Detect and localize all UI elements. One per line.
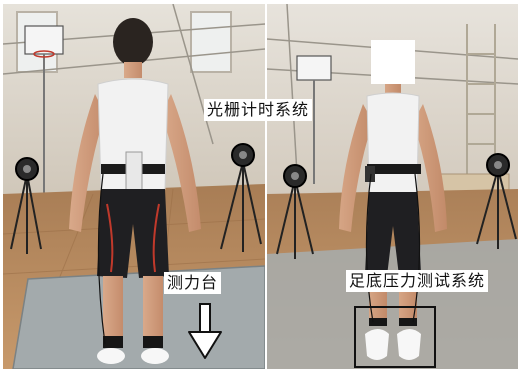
- grating-timing-system-label: 光栅计时系统: [204, 99, 313, 121]
- front-view-scene: [267, 4, 518, 369]
- basketball-hoop: [296, 55, 332, 184]
- subject-front: [339, 40, 447, 360]
- tripod-right: [220, 161, 262, 252]
- sensor-lens: [23, 165, 31, 173]
- rectangle-marker-icon: [354, 306, 436, 368]
- gray-mat: [267, 239, 518, 369]
- force-platform-label: 测力台: [164, 272, 222, 294]
- tripod-left: [10, 173, 42, 254]
- face-blur: [371, 40, 415, 84]
- front-view-panel: [267, 4, 518, 369]
- basketball-hoop: [24, 25, 64, 194]
- back-view-panel: [3, 4, 265, 369]
- sensor-lens: [239, 151, 247, 159]
- tripod-right: [476, 168, 517, 249]
- back-view-scene: [3, 4, 265, 369]
- subject-back: [69, 18, 201, 364]
- sensor-lens: [291, 172, 299, 180]
- force-platform: [12, 265, 265, 369]
- sensor-lens: [494, 161, 502, 169]
- tripod-left: [276, 178, 314, 259]
- plantar-pressure-system-label: 足底压力测试系统: [346, 270, 489, 292]
- down-arrow-icon: [188, 303, 222, 359]
